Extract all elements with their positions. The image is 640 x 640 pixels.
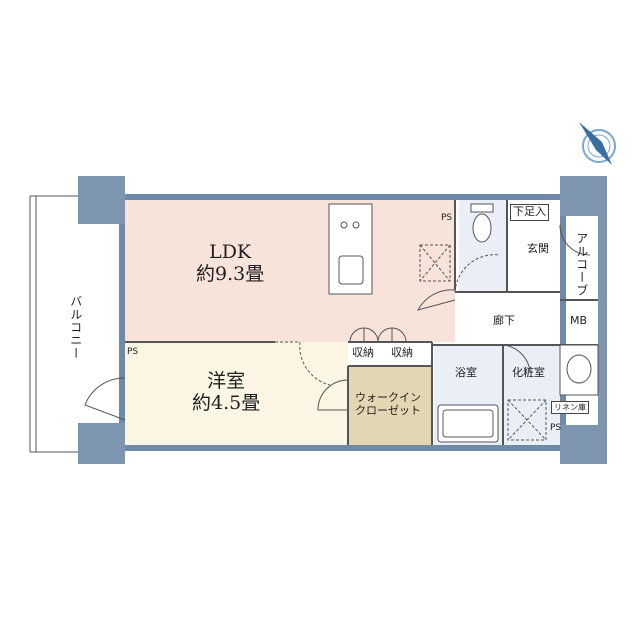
stove-burner xyxy=(352,221,360,229)
sink xyxy=(338,255,364,285)
walkin-label: ウォークイン クローゼット xyxy=(355,391,421,417)
storage-label-1: 収納 xyxy=(352,346,374,359)
mb-label: MB xyxy=(570,314,588,327)
ps-label-3: PS xyxy=(550,423,562,433)
shoe-box-label: 下足入 xyxy=(510,204,549,221)
hallway-label: 廊下 xyxy=(493,314,515,327)
balcony-door xyxy=(84,377,126,421)
bathtub-inner xyxy=(442,409,494,438)
ps-label-2: PS xyxy=(127,347,139,357)
walkin-line2: クローゼット xyxy=(355,403,421,417)
toilet-tank xyxy=(470,203,494,213)
western-ldk-door xyxy=(275,341,331,386)
hall-door xyxy=(417,289,456,311)
balcony-label: バルコニー xyxy=(68,295,83,360)
western-floor xyxy=(125,342,348,445)
washer-x xyxy=(507,399,547,441)
storage-label-2: 収納 xyxy=(391,346,413,359)
balcony-floor xyxy=(34,196,78,452)
storage-door-3 xyxy=(377,327,393,343)
wall-left xyxy=(119,194,125,451)
entrance-door xyxy=(559,224,591,256)
storage-floor xyxy=(348,342,431,366)
wall-right xyxy=(560,194,566,451)
column-right-mid xyxy=(598,216,607,425)
powder-floor xyxy=(503,345,560,445)
ldk-floor xyxy=(125,200,455,342)
walkin-line1: ウォークイン xyxy=(355,391,421,404)
column-bottom-left xyxy=(78,423,125,464)
walkin-floor xyxy=(348,366,431,445)
stove-burner xyxy=(340,221,348,229)
toilet-bowl xyxy=(472,213,492,243)
washbasin xyxy=(566,354,592,384)
western-size: 約4.5畳 xyxy=(192,391,261,414)
north-arrow-icon xyxy=(579,122,616,165)
toilet-door-arc xyxy=(454,254,501,293)
column-top-left xyxy=(78,176,125,224)
storage-door-4 xyxy=(391,327,407,343)
entrance-label: 玄関 xyxy=(527,242,549,255)
western-label: 洋室 約4.5畳 xyxy=(192,370,261,415)
bath-label: 浴室 xyxy=(455,366,477,379)
powder-door xyxy=(502,344,531,373)
linen-label: リネン庫 xyxy=(551,401,589,415)
alcove-label: アルコーブ xyxy=(574,232,589,297)
column-top-right xyxy=(560,176,607,216)
fridge-space xyxy=(419,244,451,282)
column-bottom-right xyxy=(560,425,607,464)
fridge-x xyxy=(419,244,451,282)
ps-label-1: PS xyxy=(441,213,453,223)
ldk-label: LDK 約9.3畳 xyxy=(196,241,265,286)
western-name: 洋室 xyxy=(207,370,246,392)
storage-door-1 xyxy=(349,327,365,343)
wall-bottom xyxy=(120,445,565,451)
western-door xyxy=(317,379,349,411)
washer-space xyxy=(507,399,547,441)
powder-label: 化粧室 xyxy=(512,366,545,379)
wall-top xyxy=(120,194,565,200)
fridge-x xyxy=(419,244,451,282)
ldk-size: 約9.3畳 xyxy=(196,262,265,285)
ldk-name: LDK xyxy=(209,241,252,263)
